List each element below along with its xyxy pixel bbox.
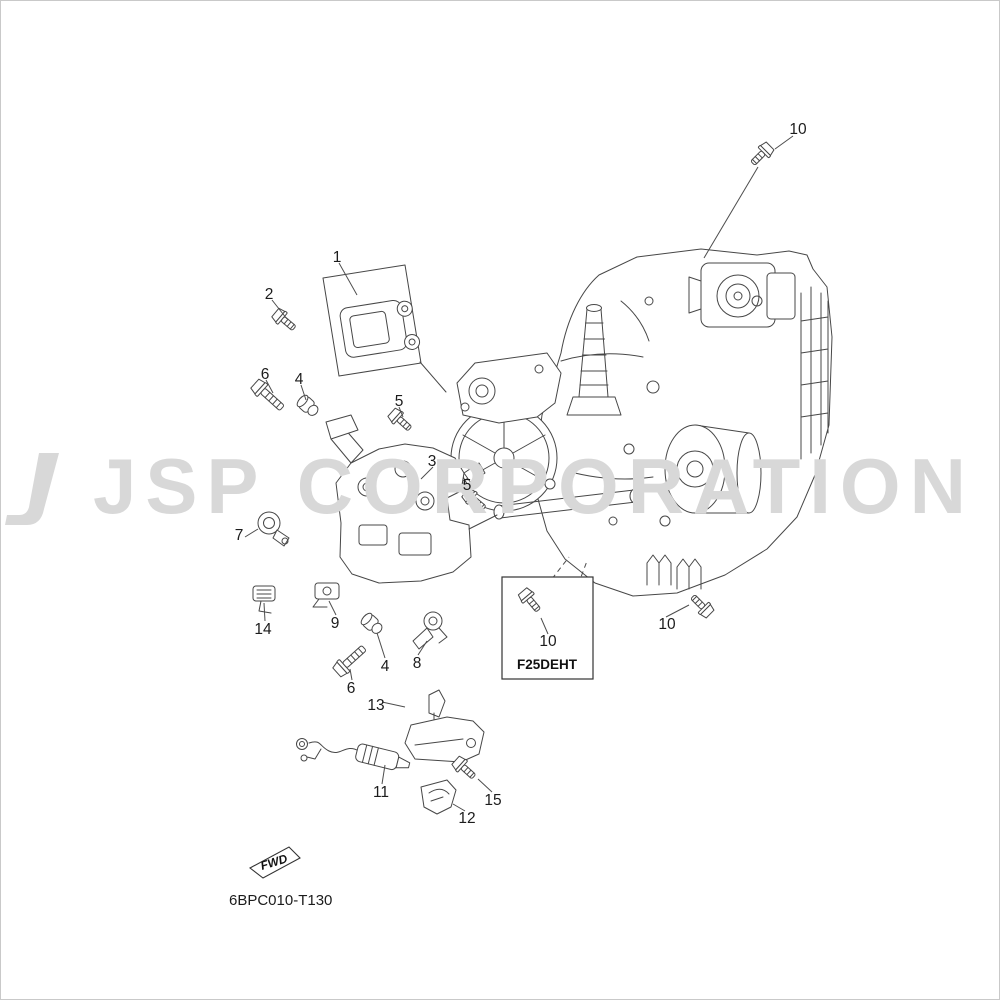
saddle-clamp-part-12 — [420, 779, 457, 815]
callout-10-box: 10 — [539, 633, 557, 650]
drive-shaft — [566, 304, 622, 416]
bolt-part-10-top — [746, 140, 776, 170]
electrical-parts — [248, 140, 776, 815]
bracket-part-13 — [404, 689, 485, 763]
callout-2: 2 — [265, 286, 274, 303]
bolt-part-6-upper — [248, 377, 288, 415]
watermark: JSP CORPORATION — [5, 442, 975, 530]
ring-clamp — [257, 511, 290, 547]
callout-5-upper: 5 — [395, 393, 404, 410]
watermark-logo-icon — [5, 453, 59, 525]
callout-14: 14 — [254, 621, 272, 638]
upper-bracket — [456, 352, 562, 424]
callout-numbers: 10 1 2 6 4 5 3 5 7 14 9 4 8 6 10 13 11 1… — [235, 121, 807, 827]
callout-7: 7 — [235, 527, 244, 544]
boss-hole — [659, 515, 671, 527]
callout-6-upper: 6 — [261, 366, 270, 383]
callout-3: 3 — [428, 453, 437, 470]
callout-15: 15 — [484, 792, 501, 809]
engine-block — [450, 248, 833, 597]
ignition-coil — [322, 264, 447, 393]
callout-6-lower: 6 — [347, 680, 356, 697]
engine-outline — [535, 248, 833, 597]
starter-motor — [664, 424, 762, 514]
callout-11: 11 — [373, 784, 389, 801]
clip-part-9 — [312, 582, 340, 608]
wire-clamp-combs — [646, 554, 702, 590]
callout-9: 9 — [331, 615, 340, 632]
boss-hole — [644, 296, 654, 306]
fwd-marker: FWD — [248, 846, 301, 879]
engine-fins — [800, 286, 829, 460]
model-callout-box: 10 F25DEHT — [501, 576, 594, 680]
callout-4-upper: 4 — [295, 371, 304, 388]
callout-10-top: 10 — [789, 121, 807, 138]
electrical-bracket — [325, 414, 498, 584]
bolt-part-2 — [270, 306, 300, 335]
grommet-part-4-lower — [358, 610, 386, 638]
callout-10-right: 10 — [658, 616, 676, 633]
callout-1: 1 — [333, 249, 342, 266]
boss-hole — [608, 516, 618, 526]
bolt-part-10-right — [686, 590, 716, 620]
carburetor — [688, 262, 796, 328]
boss-hole — [751, 295, 763, 307]
grommet-part-4-upper — [294, 392, 322, 420]
callout-8: 8 — [413, 655, 422, 672]
callout-5-lower: 5 — [463, 477, 472, 494]
callout-13: 13 — [367, 697, 384, 714]
boss-hole — [646, 380, 660, 394]
wire-clamp-part-8 — [412, 611, 448, 650]
clip-part-14 — [252, 585, 276, 614]
leader-lines — [244, 135, 794, 812]
callout-4-lower: 4 — [381, 658, 390, 675]
diagram-code: 6BPC010-T130 — [229, 892, 332, 909]
model-label: F25DEHT — [517, 657, 578, 672]
watermark-text: JSP CORPORATION — [93, 442, 975, 530]
boss-hole — [623, 443, 635, 455]
stop-switch — [296, 738, 411, 771]
callout-12: 12 — [458, 810, 475, 827]
engine-contours — [560, 300, 654, 480]
